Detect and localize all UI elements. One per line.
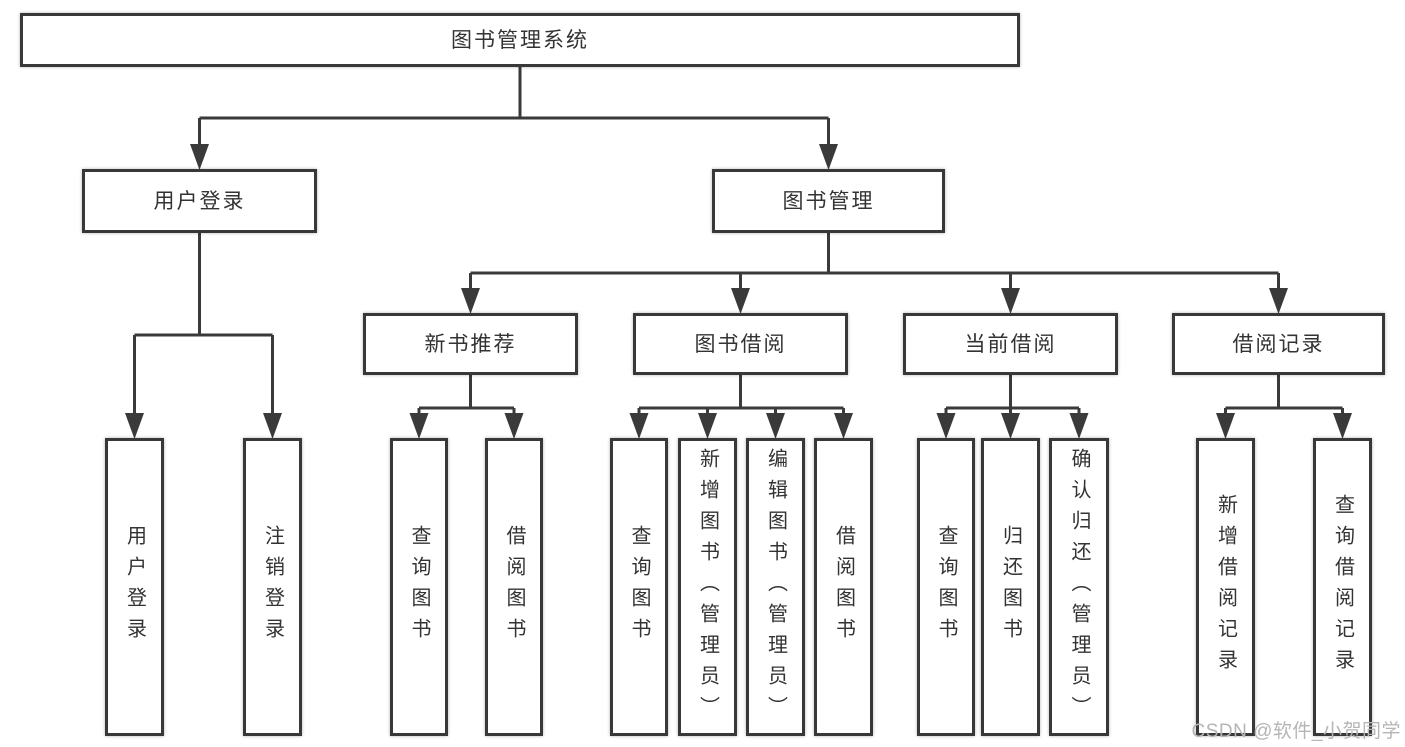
node-user-login-action: 用户登录 [105,438,164,736]
node-query-borrow-record: 查询借阅记录 [1313,438,1372,736]
node-confirm-return-admin: 确认归还（管理员） [1049,438,1109,736]
node-label: 借阅记录 [1232,332,1325,356]
node-borrow-books-recommend: 借阅图书 [485,438,543,736]
node-label: 图书管理 [782,189,875,213]
node-borrow-books-borrowing: 借阅图书 [814,438,873,736]
node-label: 用户登录 [123,525,146,649]
node-label: 查询图书 [628,525,650,649]
arrowheads [125,144,1352,439]
node-label: 编辑图书（管理员） [764,447,787,727]
node-label: 查询借阅记录 [1331,494,1354,680]
node-label: 图书借阅 [694,332,787,356]
node-edit-books-admin: 编辑图书（管理员） [746,438,805,736]
node-label: 新书推荐 [424,332,517,356]
node-label: 确认归还（管理员） [1068,447,1090,727]
node-label: 新增借阅记录 [1214,494,1237,680]
node-add-books-admin: 新增图书（管理员） [678,438,737,736]
node-borrowing-records: 借阅记录 [1172,313,1385,375]
node-add-borrow-record: 新增借阅记录 [1196,438,1255,736]
node-query-books-current: 查询图书 [917,438,975,736]
node-current-borrowing: 当前借阅 [903,313,1118,375]
node-label: 查询图书 [935,525,957,649]
node-label: 查询图书 [408,525,430,649]
node-label: 借阅图书 [503,525,525,649]
node-label: 用户登录 [153,189,246,213]
node-query-books-recommend: 查询图书 [390,438,448,736]
node-new-book-recommend: 新书推荐 [363,313,578,375]
node-label: 注销登录 [261,525,284,649]
node-label: 新增图书（管理员） [696,447,719,727]
node-book-borrowing: 图书借阅 [633,313,848,375]
watermark: CSDN @软件_小贺同学 [1191,721,1401,742]
node-label: 借阅图书 [832,525,855,649]
node-return-books: 归还图书 [981,438,1040,736]
connector-path [133,67,1344,430]
node-user-login: 用户登录 [82,169,317,233]
node-label: 归还图书 [999,525,1022,649]
node-label: 图书管理系统 [451,28,589,52]
node-logout-action: 注销登录 [243,438,302,736]
node-root: 图书管理系统 [20,13,1020,67]
node-query-books-borrowing: 查询图书 [610,438,668,736]
node-book-management: 图书管理 [712,169,945,233]
node-label: 当前借阅 [964,332,1057,356]
